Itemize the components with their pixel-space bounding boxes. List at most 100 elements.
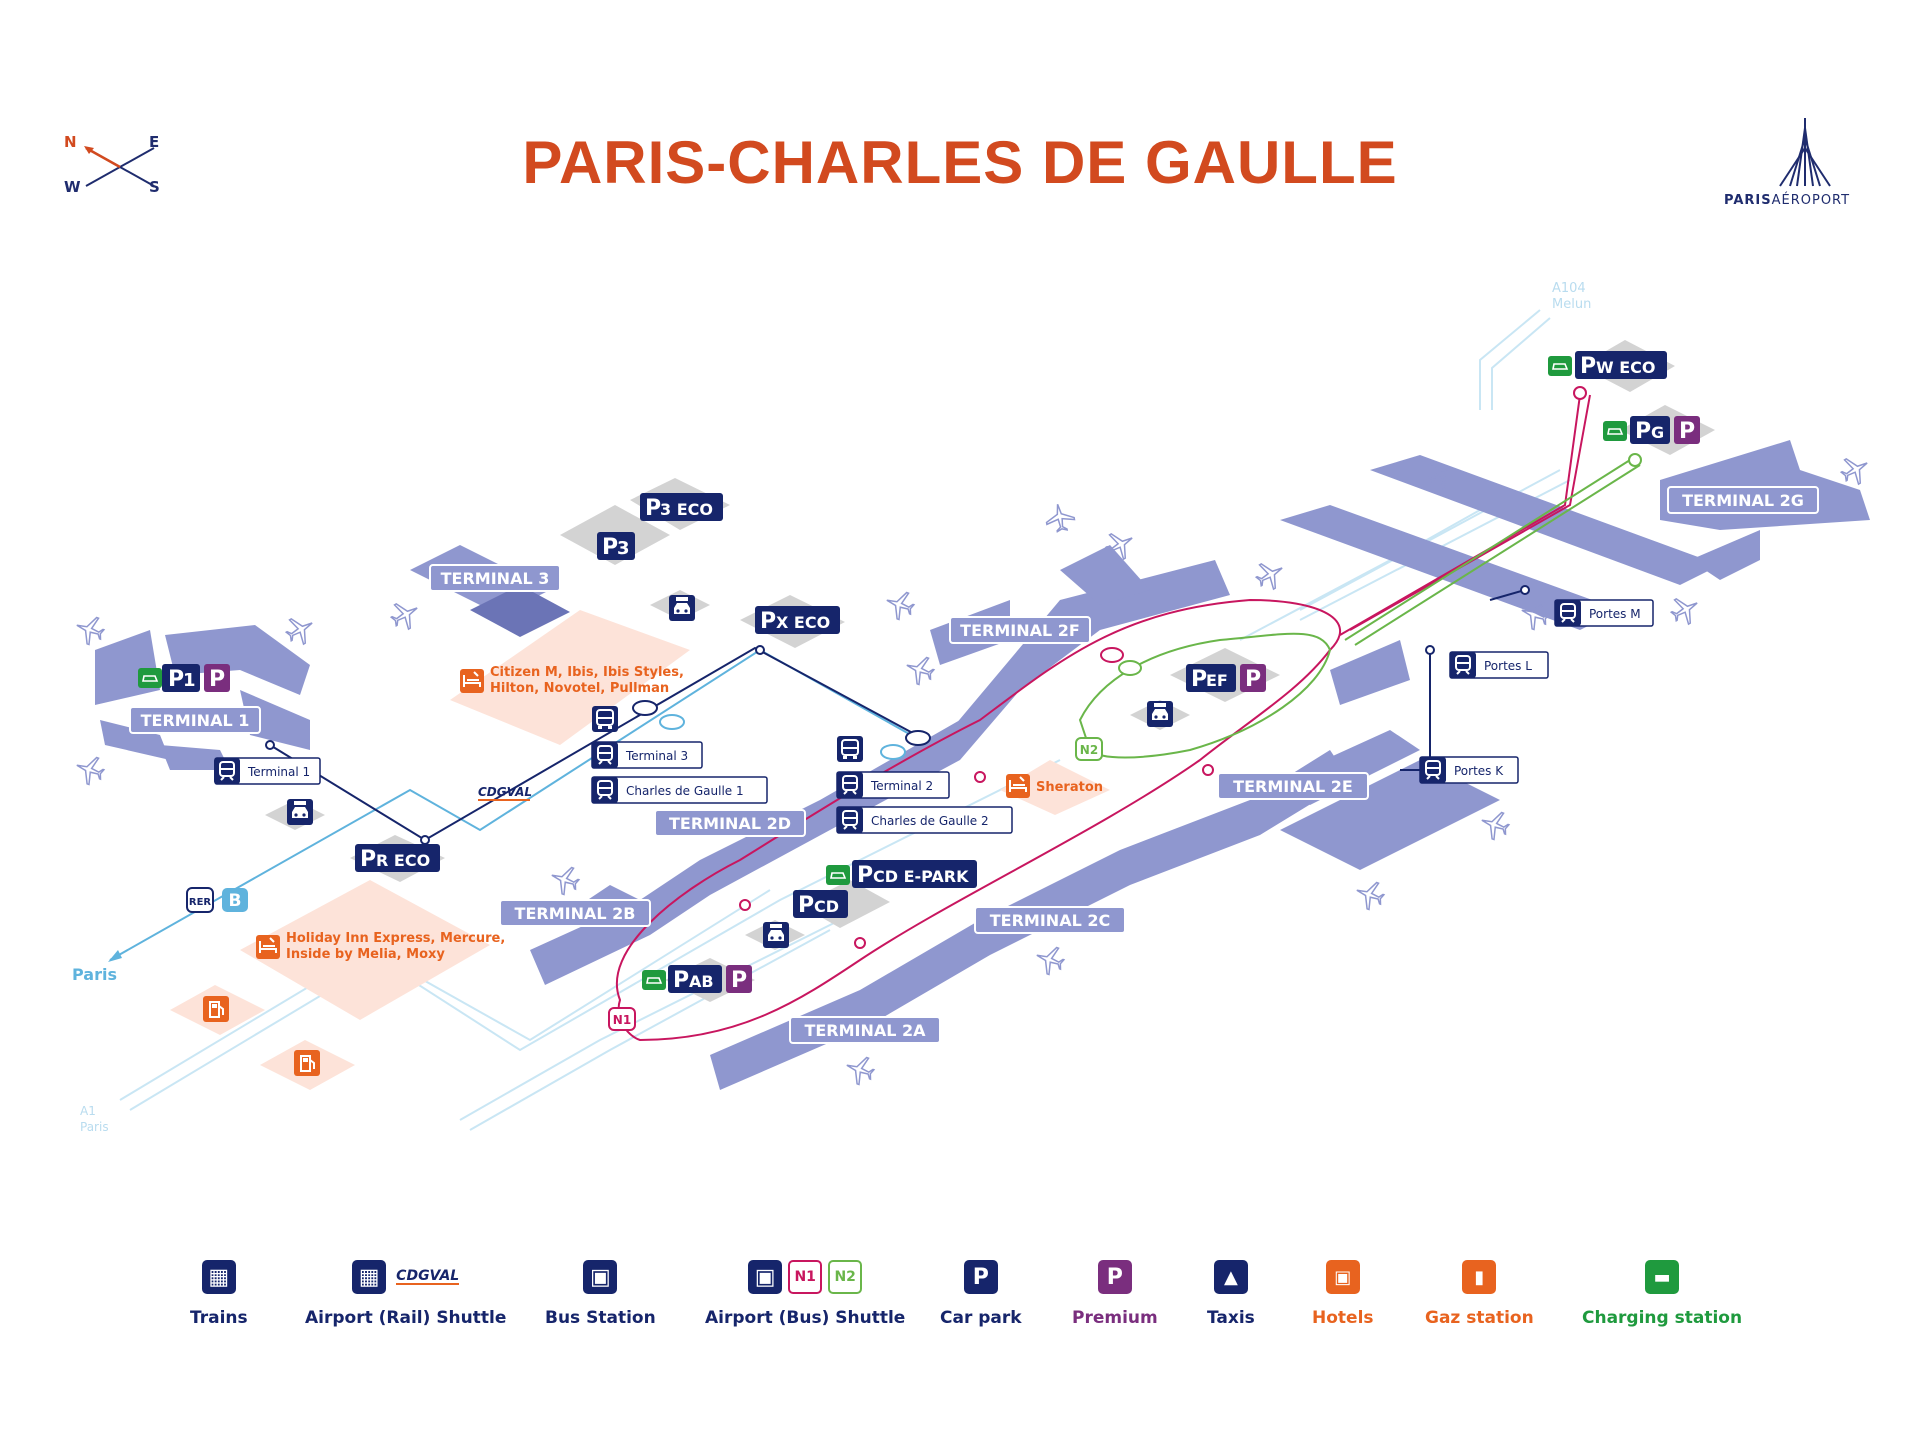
hotel-area-sheraton [1000, 760, 1110, 815]
legend-taxis: ▲ Taxis [1207, 1258, 1255, 1328]
stations[interactable]: Terminal 1 Terminal 3 Charles de Gaulle … [213, 599, 1654, 834]
station-cdg-1[interactable]: Charles de Gaulle 1 [626, 784, 744, 798]
paris-aeroport-logo-icon [1779, 118, 1831, 187]
taxi-icon [1147, 701, 1173, 727]
n1-icon: N1 [788, 1260, 823, 1294]
t2f-building [955, 560, 1230, 760]
airplane-icon [1476, 806, 1513, 844]
terminal-2f-label[interactable]: TERMINAL 2F [960, 621, 1080, 640]
paris-direction: Paris [72, 965, 117, 984]
terminal-2d-label[interactable]: TERMINAL 2D [669, 814, 791, 833]
terminal-1-label[interactable]: TERMINAL 1 [141, 711, 250, 730]
legend-gaz: ▮ Gaz station [1425, 1258, 1534, 1328]
legend-charging: ▬ Charging station [1582, 1258, 1742, 1328]
gaz-station-icon: ▮ [1462, 1260, 1497, 1294]
svg-text:P: P [760, 609, 776, 634]
cdgval-logo: CDGVAL [396, 1268, 460, 1285]
rail-shuttle-icon [1449, 651, 1477, 679]
parking-signs[interactable]: P 1 P P 3 P 3 ECO P X ECO P R ECO P EF P… [137, 351, 1700, 993]
station-terminal-1[interactable]: Terminal 1 [247, 765, 310, 779]
parking-p3[interactable]: 3 [617, 538, 630, 559]
terminal-labels[interactable]: TERMINAL 1 TERMINAL 3 TERMINAL 2F TERMIN… [129, 486, 1819, 1044]
parking-pg[interactable]: G [1651, 423, 1664, 442]
t2f-pier [1060, 545, 1150, 605]
station-portes-l[interactable]: Portes L [1484, 659, 1532, 673]
airplane-icon [1250, 555, 1290, 595]
t1-wing-east [240, 690, 310, 750]
airplane-icon [841, 1051, 878, 1089]
train-icon: ▦ [201, 1260, 236, 1294]
bus-station-icon [836, 735, 864, 763]
n1-badge: N1 [613, 1013, 631, 1027]
t1-wing-north [165, 625, 310, 695]
terminal-2c-label[interactable]: TERMINAL 2C [990, 911, 1110, 930]
parking-p1[interactable]: 1 [183, 670, 196, 691]
svg-text:P: P [857, 863, 873, 888]
parking-pab[interactable]: AB [689, 972, 714, 991]
airplane-icon [1031, 941, 1068, 979]
svg-text:P: P [360, 847, 376, 872]
hotel-icon [255, 934, 281, 960]
hotels-roissy-line1[interactable]: Holiday Inn Express, Mercure, [286, 931, 505, 946]
premium-p1[interactable]: P [209, 667, 225, 692]
hotels[interactable]: Citizen M, Ibis, Ibis Styles, Hilton, No… [255, 665, 1103, 962]
bus-shuttle-loops [616, 386, 1642, 1042]
rail-shuttle-icon [591, 741, 619, 769]
airplane-icon [881, 586, 918, 624]
gaz-station-icon [202, 995, 230, 1023]
charging-station-icon [1602, 420, 1628, 442]
terminal-2e-label[interactable]: TERMINAL 2E [1233, 777, 1353, 796]
compass-east: E [149, 133, 160, 151]
airplane-icon [280, 610, 320, 650]
hotels-t3-line2[interactable]: Hilton, Novotel, Pullman [490, 681, 669, 696]
parking-pcd[interactable]: CD [814, 897, 839, 916]
premium-pef[interactable]: P [1245, 667, 1261, 692]
n2-icon: N2 [828, 1260, 863, 1294]
terminal-2a-label[interactable]: TERMINAL 2A [804, 1021, 926, 1040]
map-title: PARIS-CHARLES DE GAULLE [522, 129, 1398, 196]
station-portes-m[interactable]: Portes M [1589, 607, 1641, 621]
svg-text:P: P [168, 667, 184, 692]
station-terminal-2[interactable]: Terminal 2 [870, 779, 933, 793]
terminal-2g-label[interactable]: TERMINAL 2G [1682, 491, 1804, 510]
a104-label: A104 [1552, 281, 1586, 296]
taxi-icon [287, 799, 313, 825]
hotel-area-roissy [240, 880, 490, 1020]
charging-station-icon [641, 969, 667, 991]
hotels-roissy-line2[interactable]: Inside by Melia, Moxy [286, 947, 445, 962]
svg-text:P: P [798, 893, 814, 918]
svg-text:P: P [645, 496, 661, 521]
compass-south: S [149, 178, 160, 196]
terminal-3-label[interactable]: TERMINAL 3 [441, 569, 550, 588]
parking-pcd-epark[interactable]: CD E-PARK [873, 867, 969, 886]
melun-label: Melun [1552, 297, 1591, 312]
station-portes-k[interactable]: Portes K [1454, 764, 1504, 778]
svg-text:P: P [673, 968, 689, 993]
parking-pw-eco[interactable]: W ECO [1596, 358, 1656, 377]
terminal-2b-label[interactable]: TERMINAL 2B [515, 904, 636, 923]
hotel-icon [1005, 773, 1031, 799]
premium-pab[interactable]: P [731, 968, 747, 993]
taxi-icon: ▲ [1213, 1260, 1248, 1294]
station-terminal-3[interactable]: Terminal 3 [625, 749, 688, 763]
parking-pr-eco[interactable]: R ECO [376, 851, 430, 870]
hotels-t3-line1[interactable]: Citizen M, Ibis, Ibis Styles, [490, 665, 684, 680]
hotel-area-t3 [450, 610, 690, 745]
logo-brand-a: PARIS [1724, 193, 1772, 208]
airplane-icon [1835, 450, 1875, 490]
hotel-sheraton[interactable]: Sheraton [1036, 780, 1103, 795]
parking-pef[interactable]: EF [1206, 671, 1228, 690]
a1-paris-label: Paris [80, 1120, 109, 1134]
rail-shuttle-icon [836, 771, 864, 799]
parking-p3-eco[interactable]: 3 ECO [660, 500, 713, 519]
bus-station-icon: ▣ [583, 1260, 618, 1294]
svg-text:P: P [1580, 354, 1596, 379]
premium-pg[interactable]: P [1679, 419, 1695, 444]
n1-loop [616, 598, 1342, 1042]
parking-px-eco[interactable]: X ECO [776, 613, 830, 632]
station-cdg-2[interactable]: Charles de Gaulle 2 [871, 814, 989, 828]
airplane-icon [385, 595, 425, 635]
charging-station-icon [137, 667, 163, 689]
charging-station-icon [1547, 355, 1573, 377]
rail-shuttle-icon: ▦ [352, 1260, 387, 1294]
